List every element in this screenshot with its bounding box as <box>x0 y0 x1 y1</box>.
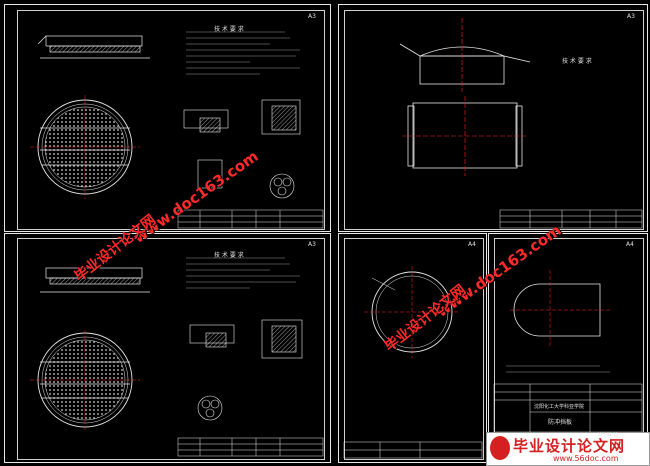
sheet-bottom-middle-border <box>344 238 484 460</box>
title-block-top-right <box>499 209 643 229</box>
detail-sections-top <box>183 99 301 199</box>
sheet-no-bottom-middle: A4 <box>468 241 476 248</box>
detail-sections-bottom <box>189 319 303 421</box>
tray-elevation-top <box>37 35 150 59</box>
notes-title-top-left: 技 术 要 求 <box>214 26 244 33</box>
title-block-drawing-no: KYY·01-11 <box>598 432 619 437</box>
tray-plan-bottom <box>30 330 140 430</box>
logo-site-name: 毕业设计论文网 <box>513 437 626 455</box>
title-block-part-name: 防冲挡板 <box>548 419 573 426</box>
logo-site-url: www.56doc.com <box>553 454 619 463</box>
ring-plate <box>364 266 460 358</box>
tray-elevation-bottom <box>40 267 150 293</box>
notes-lines-bottom-left <box>186 257 300 289</box>
title-block-bottom-right <box>493 383 643 433</box>
site-logo-badge[interactable]: 毕业设计论文网 www.56doc.com <box>486 432 650 466</box>
baffle-plan <box>402 96 528 176</box>
baffle-detail <box>510 270 612 348</box>
sheet-bottom-middle[interactable] <box>338 233 487 463</box>
sheet-no-top-right: A3 <box>627 13 635 20</box>
notes-lines-top-left <box>186 31 300 75</box>
title-block-school: 沈阳化工大学科亚学院 <box>534 404 585 410</box>
sheet-no-top-left: A3 <box>308 13 316 20</box>
title-block-bottom-middle <box>343 441 483 459</box>
tray-plan-top <box>30 95 140 199</box>
notes-title-bottom-left: 技 术 要 求 <box>214 252 244 259</box>
sheet-top-left-border <box>17 10 325 230</box>
notes-lines-bottom-right <box>506 365 610 373</box>
title-block-bottom-left <box>177 437 324 457</box>
logo-mark-icon <box>490 436 510 460</box>
sheet-top-right-border <box>344 10 644 230</box>
sheet-top-left[interactable] <box>4 4 331 232</box>
sheet-no-bottom-left: A3 <box>308 241 316 248</box>
notes-title-top-right: 技 术 要 求 <box>562 58 592 65</box>
baffle-elevation <box>399 18 531 92</box>
sheet-top-right[interactable] <box>338 4 648 232</box>
sheet-bottom-left[interactable] <box>4 233 331 463</box>
title-block-top-left <box>177 209 324 229</box>
sheet-no-bottom-right: A4 <box>626 241 634 248</box>
sheet-bottom-left-border <box>17 238 325 460</box>
